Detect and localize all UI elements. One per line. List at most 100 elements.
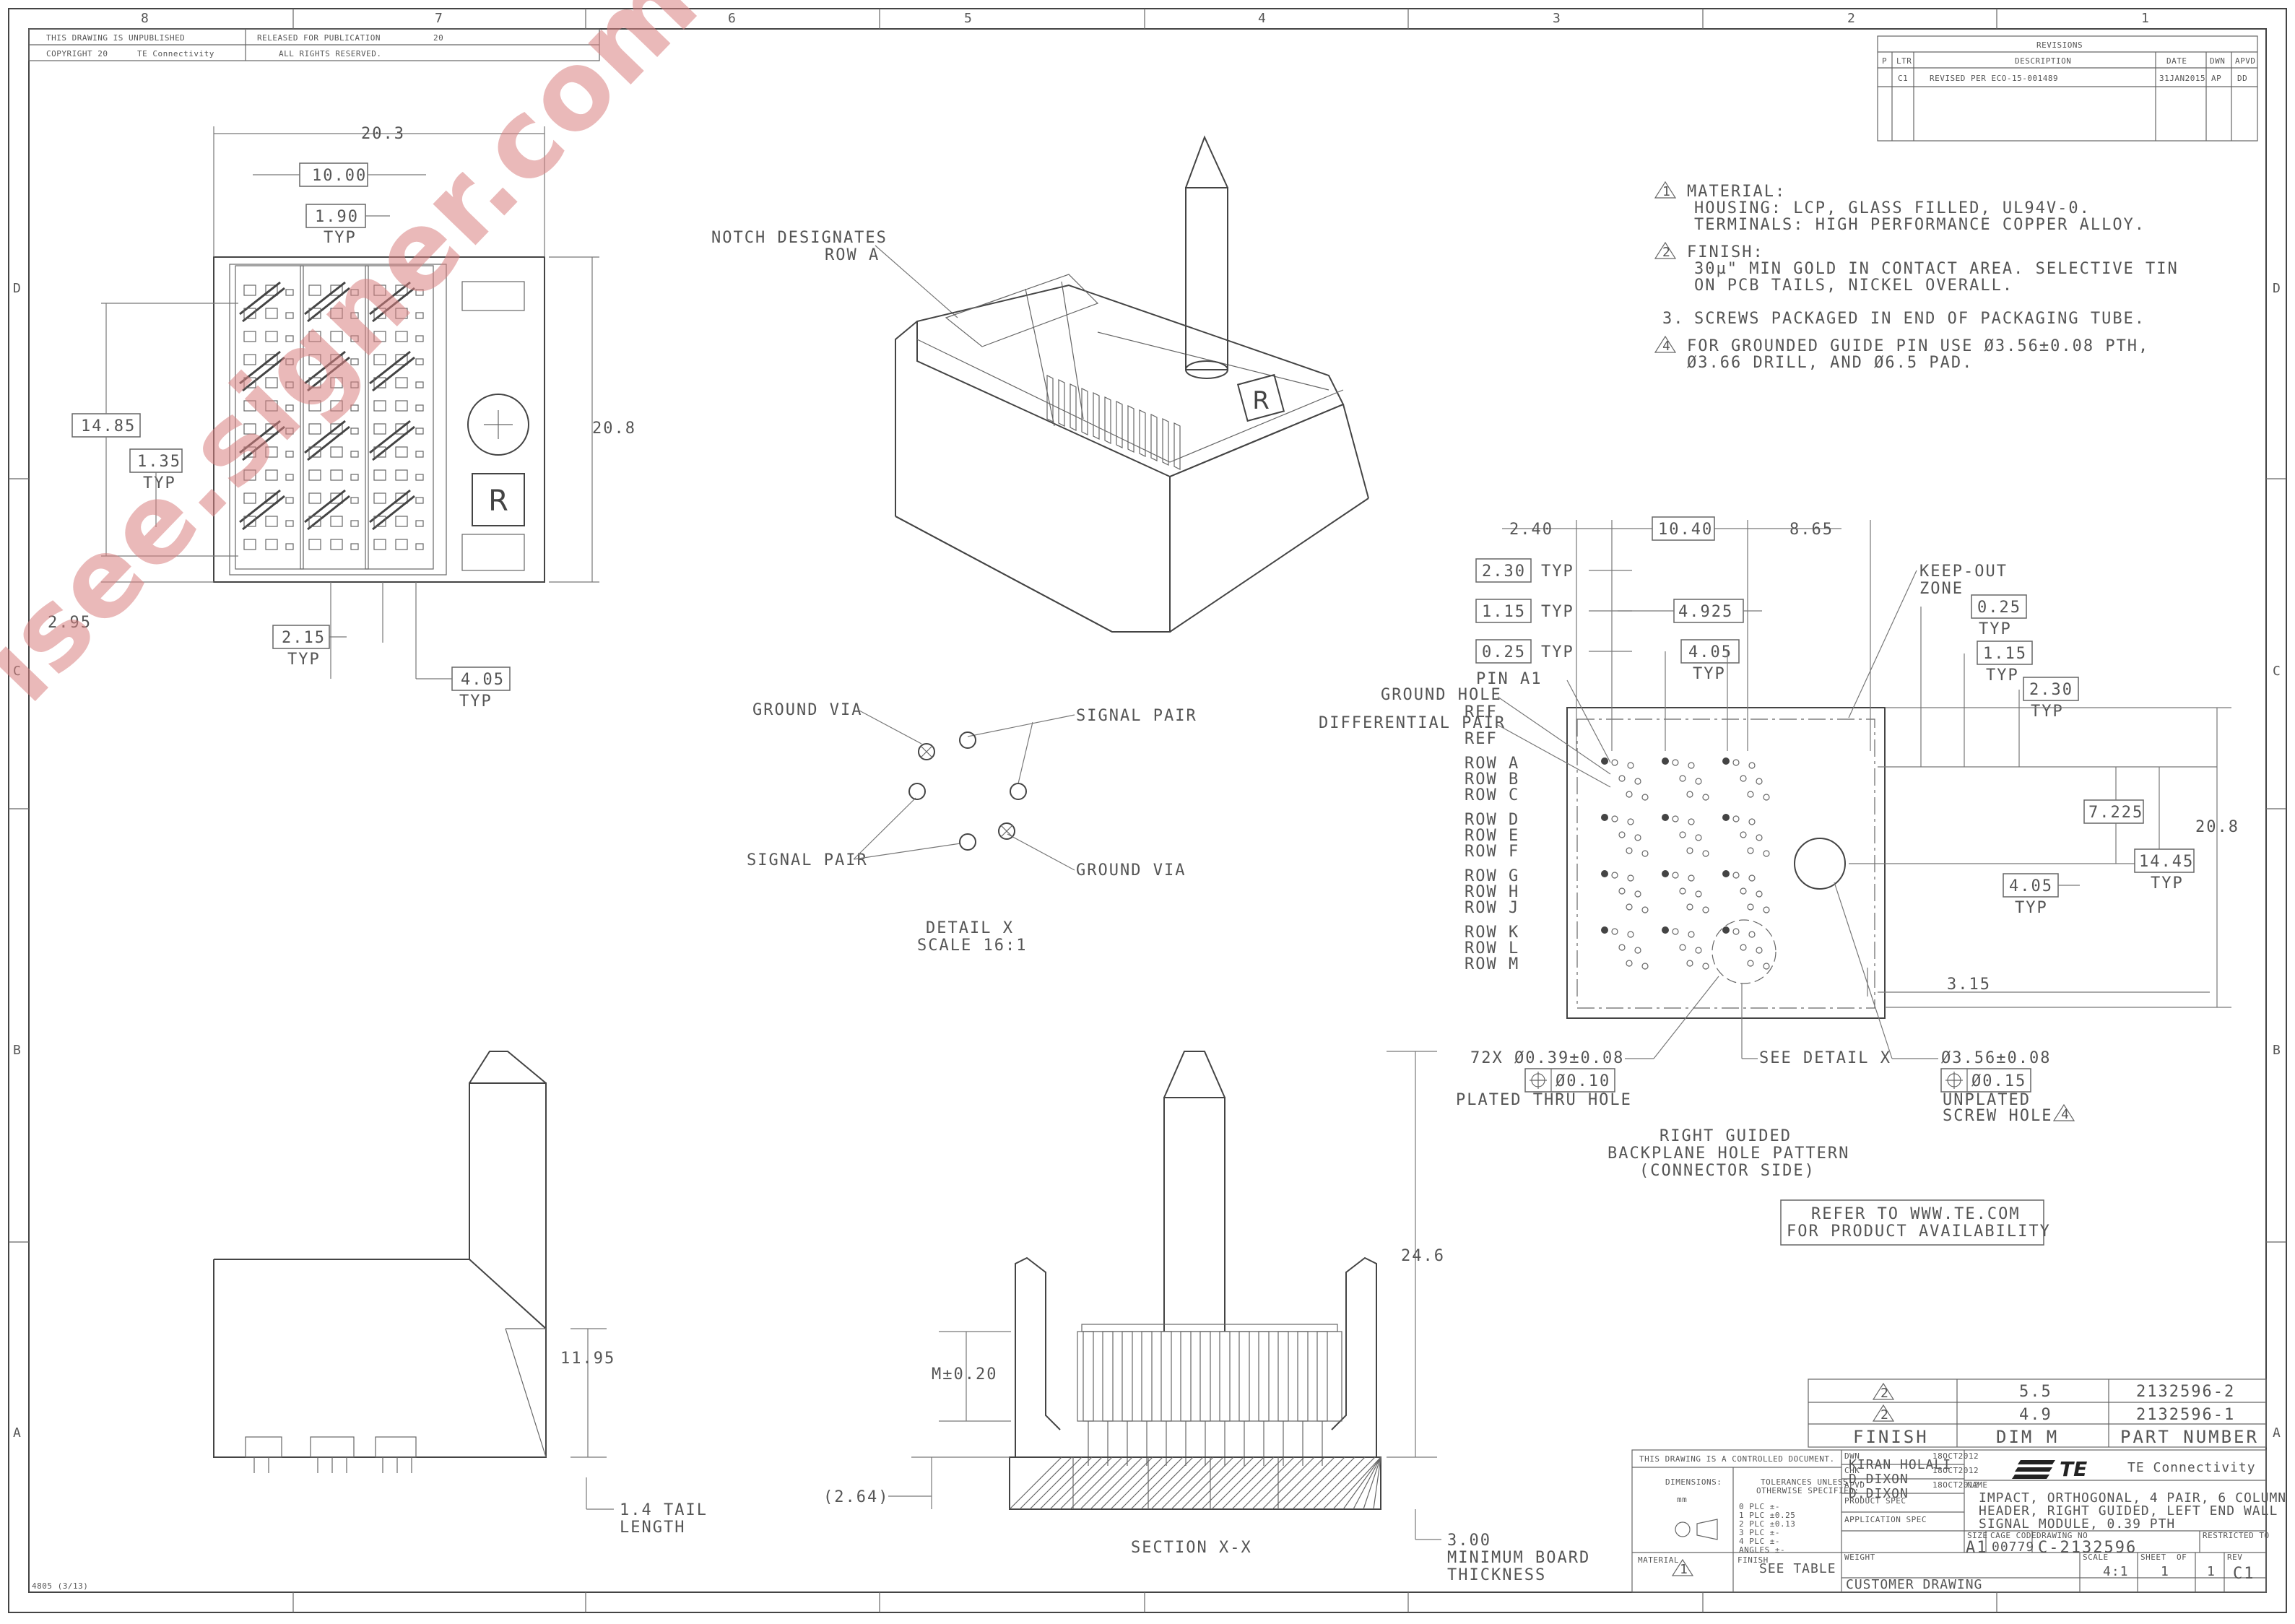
hp-4925-box [1673,599,1744,623]
hp-hole [1641,794,1649,801]
hp-hole [1611,759,1618,766]
watermark: isee.signer.com [0,0,723,726]
top-view-column [300,265,369,570]
hp-hole [1618,887,1626,895]
hp-hole [1688,818,1695,825]
tb-tol-line-4: 3 PLC ±- [1739,1528,1780,1537]
iso-blade [1070,383,1077,431]
tb-apvd-name: D.DIXON [1849,1486,1909,1501]
hp-hole [1641,963,1649,970]
side-tail-1: 1.4 TAIL [620,1501,708,1519]
top-view-contact [308,400,321,412]
iso-blade [1116,401,1123,448]
hp-unplated-note: 4 [2061,1107,2070,1122]
top-view-contact [373,285,386,296]
sec-dim-m: M±0.20 [932,1365,997,1384]
top-view-contact [285,474,294,481]
hp-405r: 4.05 [2009,877,2053,895]
tb-restricted: RESTRICTED TO [2203,1531,2270,1540]
iso-blade [1127,405,1135,453]
dim-pitch-box [299,162,368,187]
top-view-contact [265,285,278,296]
top-view-contact [395,285,408,296]
hp-right-1-box [1971,594,2027,619]
header-copyright: COPYRIGHT 20 [46,49,108,58]
top-view-contact [285,335,294,342]
sec-hatch-line [1353,1456,1381,1510]
zone-col-3: 3 [1553,11,1561,26]
hp-unplated-dia: Ø3.56±0.08 [1941,1049,2051,1067]
hp-top-2-box [1652,516,1715,541]
top-view-contact [415,474,424,481]
hp-hole [1756,947,1763,954]
zone-labels: 8 7 6 5 4 3 2 1 D C B A D C B A [13,11,2281,1441]
tb-rev: C1 [2233,1565,2255,1583]
hp-ground [1601,926,1608,934]
hp-unplated-label-2: SCREW HOLE [1943,1107,2052,1125]
tb-finish: FINISH [1737,1555,1769,1565]
top-view-contact [350,520,359,527]
tb-tol-line-2: 1 PLC ±0.25 [1739,1511,1795,1520]
top-view-contact [373,492,386,504]
tb-controlled: THIS DRAWING IS A CONTROLLED DOCUMENT. [1639,1454,1835,1464]
rev-dwn: AP [2211,74,2221,83]
top-view-contact [243,400,256,412]
top-view-contact [265,539,278,550]
top-view-contact [350,335,359,342]
rev-head-p: P [1882,56,1887,66]
hp-row-a: ROW A [1465,755,1519,773]
top-view-contact [350,312,359,319]
tb-projection-circle [1675,1521,1691,1537]
iso-mark: R [1252,386,1270,415]
sec-hatch-line [1100,1456,1153,1510]
top-view-contact [395,492,408,504]
top-view-contact [243,446,256,458]
hp-left-2-box [1475,599,1532,623]
top-view-contact [395,400,408,412]
rev-apvd: DD [2237,74,2247,83]
hp-pin-a1: PIN A1 [1476,670,1542,688]
hp-hole [1627,818,1634,825]
zone-col-4: 4 [1258,11,1267,26]
top-view-contact [330,446,343,458]
refer-line-2: FOR PRODUCT AVAILABILITY [1787,1223,2051,1241]
top-view-contact [373,469,386,481]
detail-ground-via-bottom: GROUND VIA [1076,861,1186,880]
hp-hole [1686,960,1693,967]
tb-name-label: NAME [1967,1480,1988,1490]
hp-hole [1634,778,1641,785]
sec-hatch-line [1181,1456,1234,1510]
top-view-contact [308,492,321,504]
sec-contact [1180,1331,1192,1422]
header-rights: ALL RIGHTS RESERVED. [279,49,381,58]
top-view-contact [243,539,256,550]
top-view-contact [308,516,321,527]
top-view-diagonal [304,489,350,531]
part-table: 2 5.5 2132596-2 2 4.9 2132596-1 FINISH D… [1808,1378,2267,1448]
dim-bottom-typ: TYP [287,651,321,669]
hp-hole [1748,874,1756,882]
tb-name-2: HEADER, RIGHT GUIDED, LEFT END WALL [1979,1503,2278,1519]
tb-chk-date: 18OCT2012 [1932,1466,1979,1475]
side-view-tails [253,1457,412,1473]
tb-sheet-label: SHEET [2140,1553,2166,1562]
top-view-diagonal [239,281,285,323]
note-1-marker: 1 [1662,184,1671,199]
top-view-contact [395,516,408,527]
hp-title-3: (CONNECTOR SIDE) [1639,1162,1815,1180]
hp-hole [1627,874,1634,882]
sec-contact [1083,1331,1094,1422]
hp-keepout-1: KEEP-OUT [1919,563,2008,581]
top-view-contact [373,308,386,319]
tb-tol-line-3: 2 PLC ±0.13 [1739,1519,1795,1529]
hp-208: 20.8 [2195,818,2239,836]
top-view-diagonal [369,350,415,392]
hp-hole [1626,903,1633,911]
hp-hole [1672,759,1679,766]
top-view-contact [265,516,278,527]
top-view-contact [330,331,343,342]
hp-hole [1748,931,1756,938]
zone-row-d-right: D [2273,281,2281,296]
sec-hatch-line [1049,1456,1103,1510]
